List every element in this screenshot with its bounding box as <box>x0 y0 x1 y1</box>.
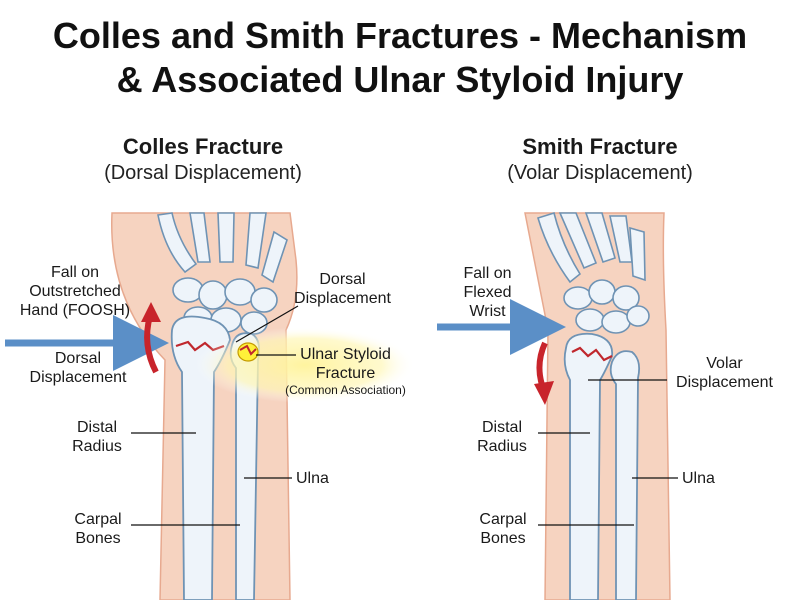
smith-distal-radius-label: Distal Radius <box>467 418 537 456</box>
colles-dorsal-displacement-line: Displacement <box>29 369 127 386</box>
smith-radius-fracture-line <box>571 346 613 362</box>
ulnar-styloid-label-line: Ulnar Styloid <box>300 346 391 363</box>
title-line-1: Colles and Smith Fractures - Mechanism <box>52 15 748 56</box>
page-title: Colles and Smith Fractures - Mechanism &… <box>0 14 800 102</box>
colles-wrist-illustration <box>5 212 415 600</box>
smith-volar-arrow <box>536 341 548 389</box>
colles-fall-label-line: Fall on <box>50 264 100 281</box>
colles-dorsal-displacement-label: Dorsal Displacement <box>18 349 138 387</box>
smith-radius-bone <box>563 332 614 600</box>
colles-distal-radius-line: Radius <box>72 438 122 455</box>
smith-carpal-bones-line: Bones <box>480 530 526 547</box>
smith-fall-label-line: Fall on <box>463 265 512 282</box>
colles-leader-lines <box>131 305 299 526</box>
smith-carpal-bones-label: Carpal Bones <box>467 510 539 548</box>
smith-ulna-label: Ulna <box>682 470 715 487</box>
ulnar-styloid-fracture-line <box>239 344 257 356</box>
colles-fall-label: Fall on Outstretched Hand (FOOSH) <box>10 263 140 320</box>
smith-heading: Smith Fracture <box>522 134 678 159</box>
colles-carpal-bones-line: Carpal <box>74 511 122 528</box>
smith-hand-bones <box>537 211 646 284</box>
smith-fall-label-line: Wrist <box>469 303 506 320</box>
smith-distal-radius-line: Radius <box>477 438 527 455</box>
colles-heading: Colles Fracture <box>122 134 284 159</box>
smith-volar-displacement-line: Volar <box>706 355 743 372</box>
title-line-2: & Associated Ulnar Styloid Injury <box>116 59 684 100</box>
colles-distal-radius-label: Distal Radius <box>62 418 132 456</box>
ulnar-styloid-marker <box>237 342 259 362</box>
colles-panel-title: Colles Fracture (Dorsal Displacement) <box>53 134 353 186</box>
smith-volar-displacement-line: Displacement <box>676 374 773 391</box>
smith-fall-label: Fall on Flexed Wrist <box>440 264 535 321</box>
smith-fall-label-line: Flexed <box>463 284 512 301</box>
colles-distal-radius-line: Distal <box>76 419 117 436</box>
smith-subheading: (Volar Displacement) <box>507 162 693 184</box>
colles-carpal-bones-line: Bones <box>75 530 121 547</box>
colles-ulna-label: Ulna <box>296 470 329 487</box>
smith-panel-title: Smith Fracture (Volar Displacement) <box>450 134 750 186</box>
ulnar-styloid-label-line: Fracture <box>315 365 376 382</box>
colles-carpal-bones-label: Carpal Bones <box>62 510 134 548</box>
colles-fall-label-line: Hand (FOOSH) <box>19 302 131 319</box>
smith-ulna-bone <box>609 350 641 600</box>
colles-dorsal-callout-line: Dorsal <box>319 271 366 288</box>
smith-volar-displacement-label: Volar Displacement <box>667 354 782 392</box>
smith-leader-lines <box>538 379 678 526</box>
colles-fall-label-line: Outstretched <box>29 283 121 300</box>
colles-dorsal-displacement-line: Dorsal <box>54 350 102 367</box>
smith-wrist-illustration <box>437 211 678 600</box>
colles-dorsal-callout-line: Displacement <box>294 290 391 307</box>
ulnar-styloid-note: (Common Association) <box>285 383 406 397</box>
colles-dorsal-displacement-callout: Dorsal Displacement <box>285 270 400 308</box>
smith-carpal-bones <box>563 279 650 334</box>
smith-carpal-bones-line: Carpal <box>479 511 527 528</box>
colles-hand-bones <box>157 212 288 284</box>
ulnar-styloid-fracture-label: Ulnar Styloid Fracture (Common Associati… <box>278 345 413 398</box>
smith-distal-radius-line: Distal <box>481 419 522 436</box>
colles-subheading: (Dorsal Displacement) <box>104 162 302 184</box>
